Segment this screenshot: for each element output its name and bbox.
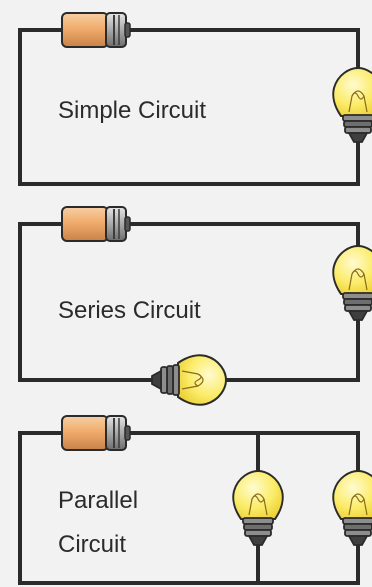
series-circuit: Series Circuit <box>18 206 372 406</box>
battery-icon <box>61 12 131 48</box>
light-bulb-icon <box>332 67 372 143</box>
parallel-circuit-label-line2: Circuit <box>58 531 126 558</box>
battery-icon <box>61 206 131 242</box>
light-bulb-icon <box>232 470 284 546</box>
light-bulb-icon <box>151 354 227 406</box>
simple-circuit: Simple Circuit <box>18 12 372 186</box>
battery-icon <box>61 415 131 451</box>
parallel-circuit-label-line1: Parallel <box>58 487 138 514</box>
simple-circuit-label: Simple Circuit <box>58 97 206 124</box>
light-bulb-icon <box>332 470 372 546</box>
parallel-circuit: Parallel Circuit <box>18 415 372 585</box>
series-circuit-label: Series Circuit <box>58 297 201 324</box>
light-bulb-icon <box>332 245 372 321</box>
